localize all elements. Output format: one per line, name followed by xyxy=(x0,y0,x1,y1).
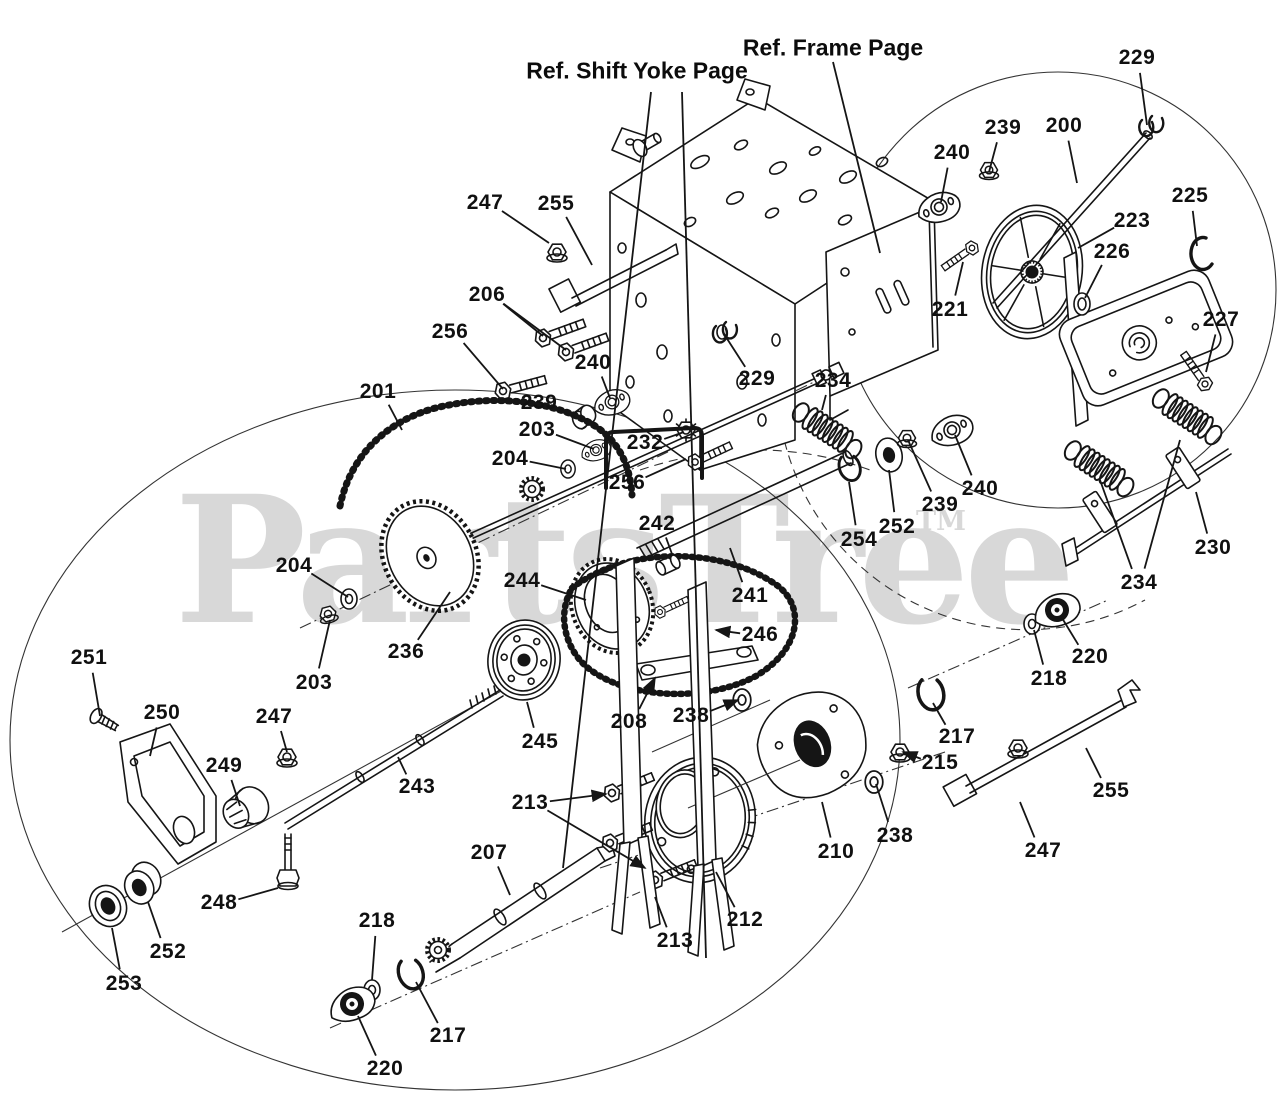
part-callout: 252 xyxy=(149,940,187,963)
part-callout: 240 xyxy=(574,351,612,374)
part-callout: 255 xyxy=(537,192,575,215)
part-callout: 203 xyxy=(518,418,556,441)
part-callout: 212 xyxy=(726,908,764,931)
part-callout: 200 xyxy=(1045,114,1083,137)
shift-rod-and-forks xyxy=(604,409,978,957)
sprocket-shaft xyxy=(446,361,845,550)
ref-label: Ref. Frame Page xyxy=(742,34,924,61)
part-callout: 252 xyxy=(878,515,916,538)
part-callout: 242 xyxy=(638,512,676,535)
part-callout: 232 xyxy=(626,431,664,454)
part-callout: 247 xyxy=(1024,839,1062,862)
part-callout: 213 xyxy=(511,791,549,814)
lower-axle-rail-255 xyxy=(942,679,1141,808)
part-callout: 240 xyxy=(933,141,971,164)
part-callout: 241 xyxy=(731,584,769,607)
part-callout: 217 xyxy=(938,725,976,748)
part-callout: 239 xyxy=(921,493,959,516)
part-callout: 240 xyxy=(961,477,999,500)
part-callout: 207 xyxy=(470,841,508,864)
part-callout: 243 xyxy=(398,775,436,798)
upper-support-rail xyxy=(492,243,679,402)
part-callout: 213 xyxy=(656,929,694,952)
part-callout: 201 xyxy=(359,380,397,403)
part-callout: 245 xyxy=(521,730,559,753)
part-callout: 204 xyxy=(491,447,529,470)
frame-assembly xyxy=(609,78,944,471)
part-callout: 204 xyxy=(275,554,313,577)
part-callout: 229 xyxy=(738,367,776,390)
part-callout: 215 xyxy=(921,751,959,774)
part-callout: 234 xyxy=(1120,571,1158,594)
part-callout: 230 xyxy=(1194,536,1232,559)
drive-chain xyxy=(336,397,636,510)
leader-lines xyxy=(91,61,1217,1057)
part-callout: 218 xyxy=(1030,667,1068,690)
part-callout: 246 xyxy=(741,623,779,646)
part-callout: 203 xyxy=(295,671,333,694)
part-callout: 225 xyxy=(1171,184,1209,207)
part-callout: 236 xyxy=(387,640,425,663)
part-callout: 217 xyxy=(429,1024,467,1047)
part-callout: 256 xyxy=(608,471,646,494)
part-callout: 218 xyxy=(358,909,396,932)
part-callout: 234 xyxy=(814,369,852,392)
part-callout: 238 xyxy=(672,704,710,727)
part-callout: 223 xyxy=(1113,209,1151,232)
part-callout: 208 xyxy=(610,710,648,733)
hex-shaft xyxy=(284,685,504,830)
part-callout: 247 xyxy=(255,705,293,728)
part-callout: 253 xyxy=(105,972,143,995)
part-callout: 210 xyxy=(817,840,855,863)
pulley xyxy=(487,619,561,701)
part-callout: 229 xyxy=(1118,46,1156,69)
part-callout: 206 xyxy=(468,283,506,306)
part-callout: 256 xyxy=(431,320,469,343)
axle-bracket-group xyxy=(88,707,300,928)
part-callout: 226 xyxy=(1093,240,1131,263)
part-callout: 247 xyxy=(466,191,504,214)
part-callout: 250 xyxy=(143,701,181,724)
part-callout: 238 xyxy=(876,824,914,847)
part-callout: 248 xyxy=(200,891,238,914)
part-callout: 255 xyxy=(1092,779,1130,802)
part-callout: 221 xyxy=(931,298,969,321)
watermark-tm: TM xyxy=(916,506,966,537)
part-callout: 239 xyxy=(520,391,558,414)
side-cover-panel xyxy=(1058,235,1234,427)
part-callout: 239 xyxy=(984,116,1022,139)
part-callout: 251 xyxy=(70,646,108,669)
part-callout: 227 xyxy=(1202,308,1240,331)
part-callout: 220 xyxy=(366,1057,404,1080)
part-callout: 254 xyxy=(840,528,878,551)
part-callout: 220 xyxy=(1071,645,1109,668)
part-callout: 249 xyxy=(205,754,243,777)
part-callout: 244 xyxy=(503,569,541,592)
ref-label: Ref. Shift Yoke Page xyxy=(526,57,748,84)
friction-wheel xyxy=(913,114,1165,340)
